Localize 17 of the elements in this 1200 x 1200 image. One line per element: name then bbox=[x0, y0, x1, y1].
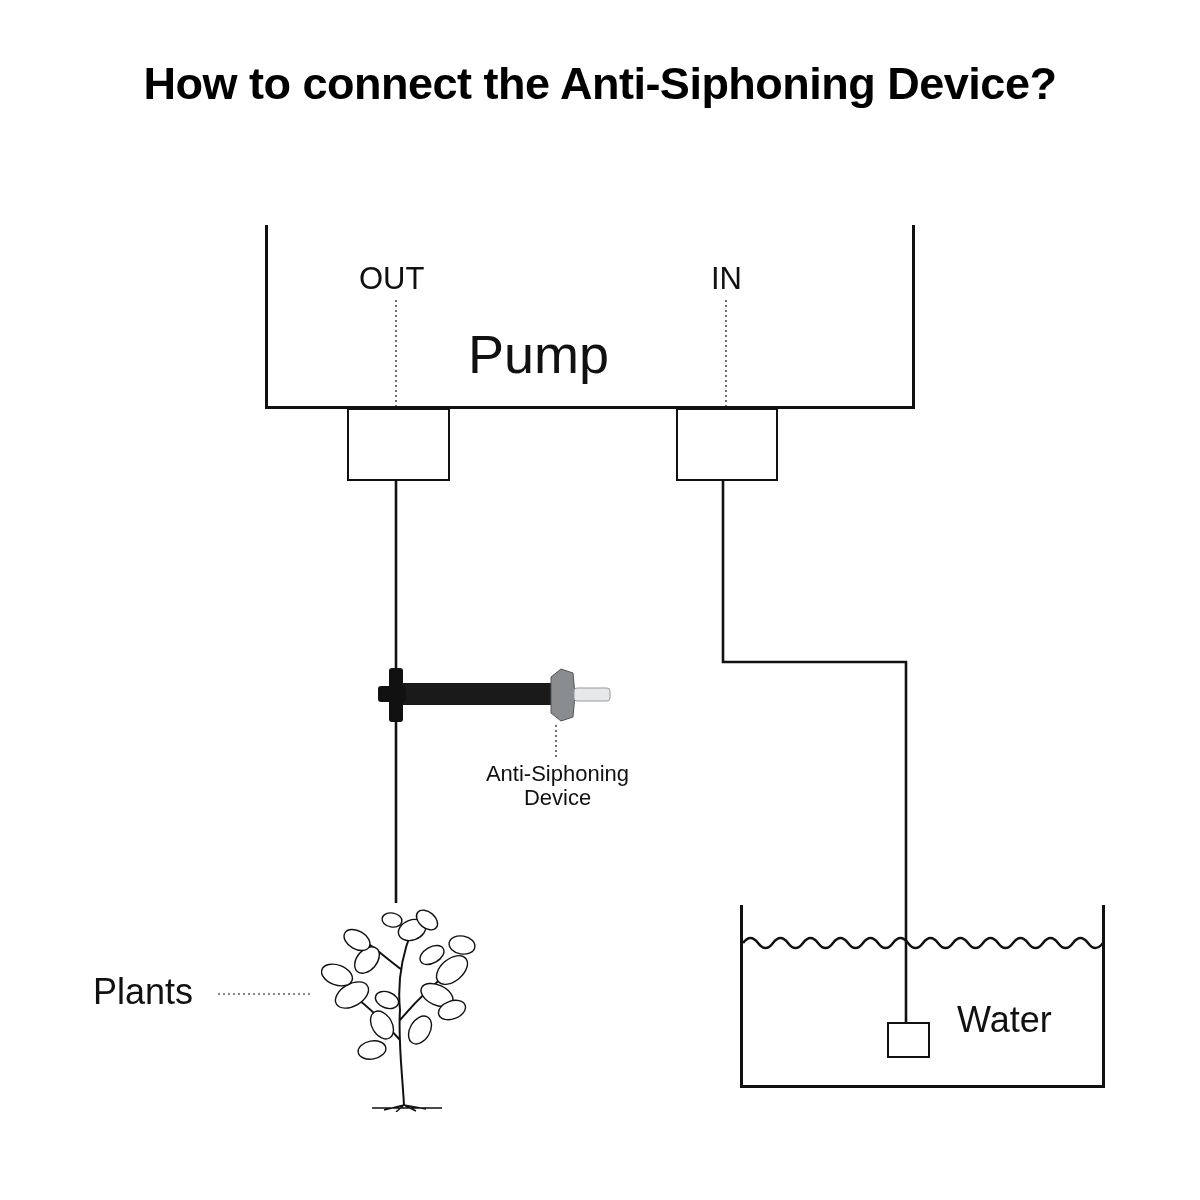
device-label: Anti-Siphoning Device bbox=[460, 762, 655, 811]
leader-line bbox=[217, 993, 311, 995]
tube-line bbox=[394, 481, 398, 668]
pump-label: Pump bbox=[468, 325, 610, 385]
water-label: Water bbox=[957, 1000, 1052, 1040]
leader-line bbox=[725, 299, 727, 409]
outlet-port-box bbox=[347, 408, 450, 481]
inlet-port-box bbox=[676, 408, 778, 481]
port-label: IN bbox=[711, 262, 742, 297]
tube-line bbox=[394, 722, 398, 903]
water-tank bbox=[740, 905, 1105, 1088]
intake-filter-box bbox=[887, 1022, 930, 1058]
tube-line bbox=[721, 481, 908, 1022]
port-label: OUT bbox=[359, 262, 425, 297]
title: How to connect the Anti-Siphoning Device? bbox=[142, 58, 1058, 110]
plants-label: Plants bbox=[93, 972, 194, 1012]
leader-line bbox=[395, 299, 397, 409]
